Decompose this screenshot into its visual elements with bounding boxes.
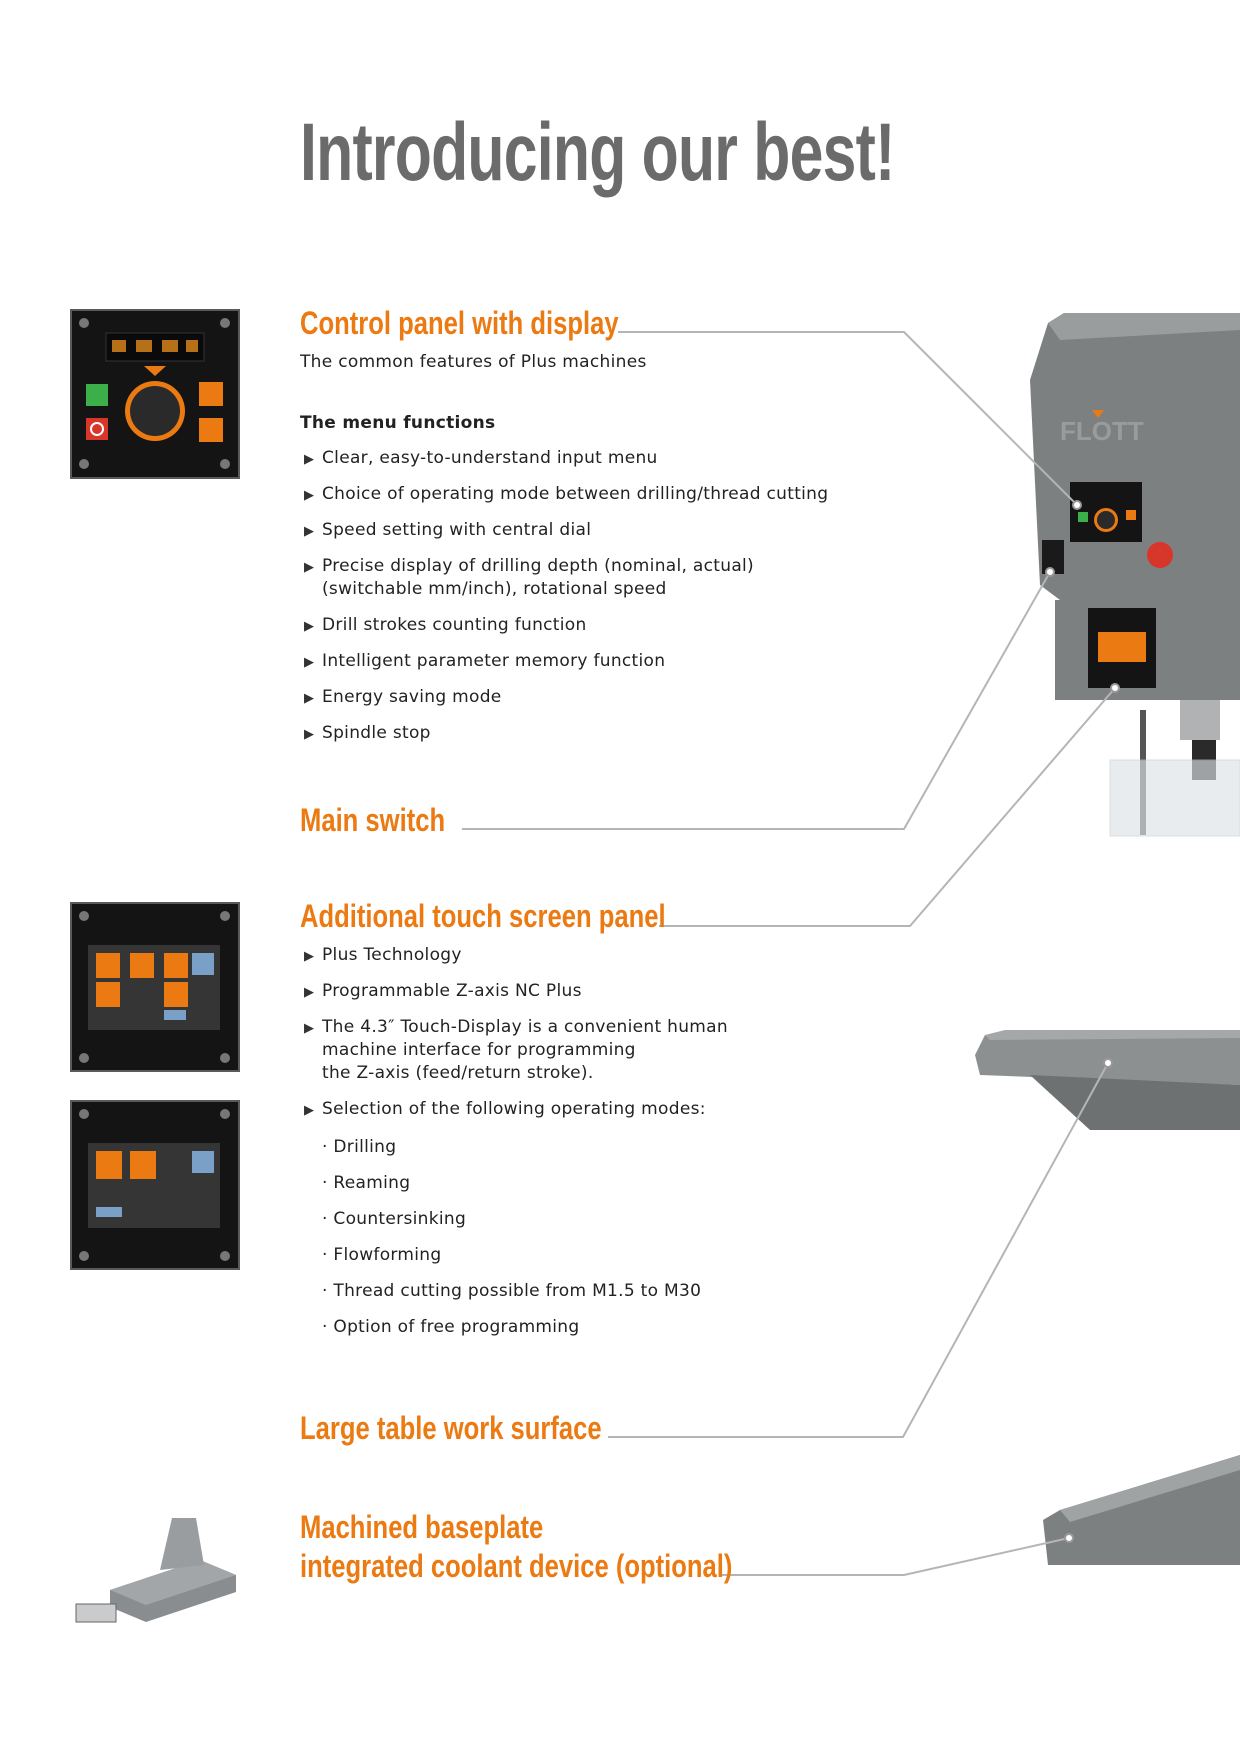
main-switch-heading: Main switch (300, 802, 446, 838)
touch-panel-thumbnail-2 (70, 1100, 240, 1270)
control-panel-thumbnail (70, 309, 240, 479)
control-panel-heading: Control panel with display (300, 305, 619, 341)
list-item: · Countersinking (322, 1209, 467, 1229)
bullet-triangle-icon: ▶ (304, 524, 315, 539)
bullet-triangle-icon: ▶ (304, 1103, 315, 1118)
list-item: ▶Intelligent parameter memory function (300, 650, 828, 673)
bullet-triangle-icon: ▶ (304, 488, 315, 503)
list-item: ▶Clear, easy-to-understand input menu (300, 447, 828, 470)
table-heading: Large table work surface (300, 1410, 602, 1446)
drill-machine-illustration: FLOTT (975, 313, 1240, 1565)
list-item: ▶Energy saving mode (300, 686, 828, 709)
baseplate-heading-line2: integrated coolant device (optional) (300, 1548, 733, 1584)
callout-dot (1064, 1533, 1074, 1543)
list-item: ▶Precise display of drilling depth (nomi… (304, 556, 754, 599)
list-item: ▶The 4.3″ Touch-Display is a convenient … (304, 1017, 728, 1083)
touch-panel-thumbnail-1 (70, 902, 240, 1072)
bullet-triangle-icon: ▶ (304, 1021, 315, 1036)
list-item: ▶Plus Technology (300, 944, 728, 967)
touch-panel-heading: Additional touch screen panel (300, 898, 666, 934)
callout-dot (1103, 1058, 1113, 1068)
list-item: · Drilling (322, 1137, 397, 1157)
page-title: Introducing our best! (300, 107, 895, 198)
list-item: ▶Spindle stop (300, 722, 828, 745)
list-item: · Option of free programming (322, 1317, 580, 1337)
bullet-triangle-icon: ▶ (304, 985, 315, 1000)
operating-modes-list: · Drilling · Reaming · Countersinking · … (322, 1136, 701, 1352)
baseplate-thumbnail (75, 1518, 236, 1623)
menu-functions-list: ▶Clear, easy-to-understand input menu ▶C… (300, 447, 828, 758)
menu-functions-subheading: The menu functions (300, 413, 496, 433)
list-item: ▶Choice of operating mode between drilli… (300, 483, 828, 506)
list-item: ▶Selection of the following operating mo… (300, 1098, 728, 1121)
callout-dot (1110, 683, 1120, 693)
baseplate-heading-line1: Machined baseplate (300, 1509, 544, 1545)
bullet-triangle-icon: ▶ (304, 727, 315, 742)
machine-brand-logo: FLOTT (1060, 416, 1144, 446)
list-item: ▶Drill strokes counting function (300, 614, 828, 637)
list-item: · Flowforming (322, 1245, 442, 1265)
list-item: ▶Programmable Z-axis NC Plus (300, 980, 728, 1003)
bullet-triangle-icon: ▶ (304, 452, 315, 467)
list-item: ▶Speed setting with central dial (300, 519, 828, 542)
bullet-triangle-icon: ▶ (304, 655, 315, 670)
callout-dot (1045, 567, 1055, 577)
touch-panel-list: ▶Plus Technology ▶Programmable Z-axis NC… (300, 944, 728, 1134)
callout-lines (462, 331, 1116, 1576)
callout-dot (1072, 500, 1082, 510)
list-item: · Thread cutting possible from M1.5 to M… (322, 1281, 702, 1301)
list-item: · Reaming (322, 1173, 411, 1193)
bullet-triangle-icon: ▶ (304, 949, 315, 964)
bullet-triangle-icon: ▶ (304, 691, 315, 706)
bullet-triangle-icon: ▶ (304, 619, 315, 634)
bullet-triangle-icon: ▶ (304, 560, 315, 575)
control-panel-intro: The common features of Plus machines (300, 352, 647, 372)
